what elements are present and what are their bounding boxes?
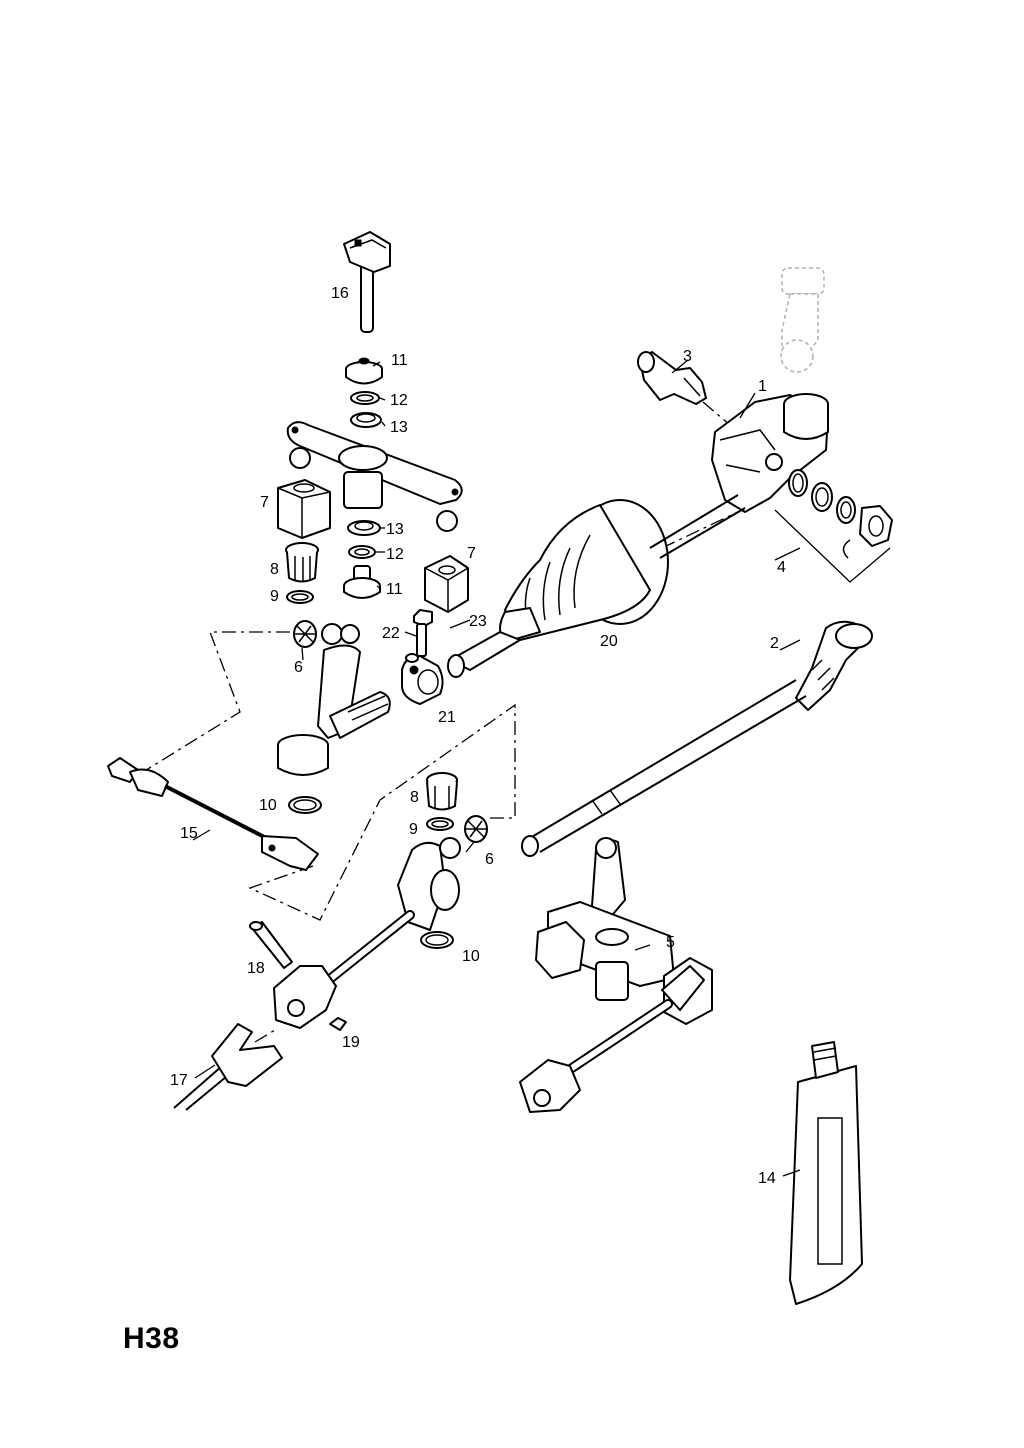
leader-lines [192,359,801,1177]
callout-8-upper: 8 [270,561,279,578]
callout-19: 19 [342,1034,360,1051]
part-14-grease-tube [789,1041,863,1305]
part-23-tube [447,631,521,678]
part-9-lower-ring [426,817,454,831]
part-8-lower-bush [426,772,458,811]
part-16-pin [343,231,391,333]
part-3-switch [637,351,707,405]
part-11-lower-bush [343,565,381,599]
callout-23: 23 [469,613,487,630]
part-2-shaft [521,620,873,857]
sheet-code: H38 [123,1322,180,1355]
callout-6-lower: 6 [485,851,494,868]
part-9-upper-ring [286,590,314,604]
callout-11-lower: 11 [386,581,403,598]
callout-22: 22 [382,625,400,642]
part-19-clip [329,1017,347,1031]
part-6-upper-bearing [293,620,317,648]
callout-13-lower: 13 [386,521,404,538]
part-8-upper-bush [285,542,319,583]
part-21-clamp [401,653,444,705]
callout-4: 4 [777,559,786,576]
callout-7-right: 7 [467,545,476,562]
callout-labels: 1 2 3 4 5 6 6 7 7 8 8 9 9 10 10 11 11 12… [170,285,786,1187]
part-7-left-block [277,479,331,539]
part-5-selector-assembly [519,837,713,1113]
callout-10-upper: 10 [259,797,277,814]
upper-selector-plate [286,421,463,532]
callout-8-lower: 8 [410,789,419,806]
callout-2: 2 [770,635,779,652]
callout-17: 17 [170,1072,188,1089]
part-13-upper-ring [350,412,382,428]
part-7-right-block [424,555,469,613]
callout-14: 14 [758,1170,776,1187]
callout-18: 18 [247,960,265,977]
callout-10-lower: 10 [462,948,480,965]
callout-15: 15 [180,825,198,842]
callout-1: 1 [758,378,767,395]
part-17-fork-shaft [173,1023,283,1111]
part-1-housing [649,393,829,559]
part-4-bracket-lines [774,509,891,583]
callout-12-upper: 12 [390,392,408,409]
part-10-upper-circlip [288,796,322,814]
callout-21: 21 [438,709,456,726]
callout-7-left: 7 [260,494,269,511]
part-22-bolt [413,609,433,657]
part-4-ring-set [788,469,893,559]
part-20-boot [499,499,669,643]
callout-6-upper: 6 [294,659,303,676]
callout-13-upper: 13 [390,419,408,436]
ghost-column-outline [780,267,825,373]
lower-left-lever-shaft [273,837,461,1029]
part-18-pin [249,921,293,969]
part-12-lower-washer [348,545,376,559]
callout-9-lower: 9 [409,821,418,838]
part-15-linkage-rod [107,757,319,871]
part-6-lower-bearing [464,815,488,843]
callout-12-lower: 12 [386,546,404,563]
part-13-lower-ring [347,520,381,536]
callout-11-upper: 11 [391,352,408,369]
callout-5: 5 [666,934,675,951]
callout-9-upper: 9 [270,588,279,605]
callout-16: 16 [331,285,349,302]
callout-3: 3 [683,348,692,365]
part-12-upper-washer [350,391,380,405]
left-selector-lever [277,623,391,776]
callout-20: 20 [600,633,618,650]
part-10-lower-circlip [420,931,454,949]
part-11-upper-bush [345,357,383,385]
